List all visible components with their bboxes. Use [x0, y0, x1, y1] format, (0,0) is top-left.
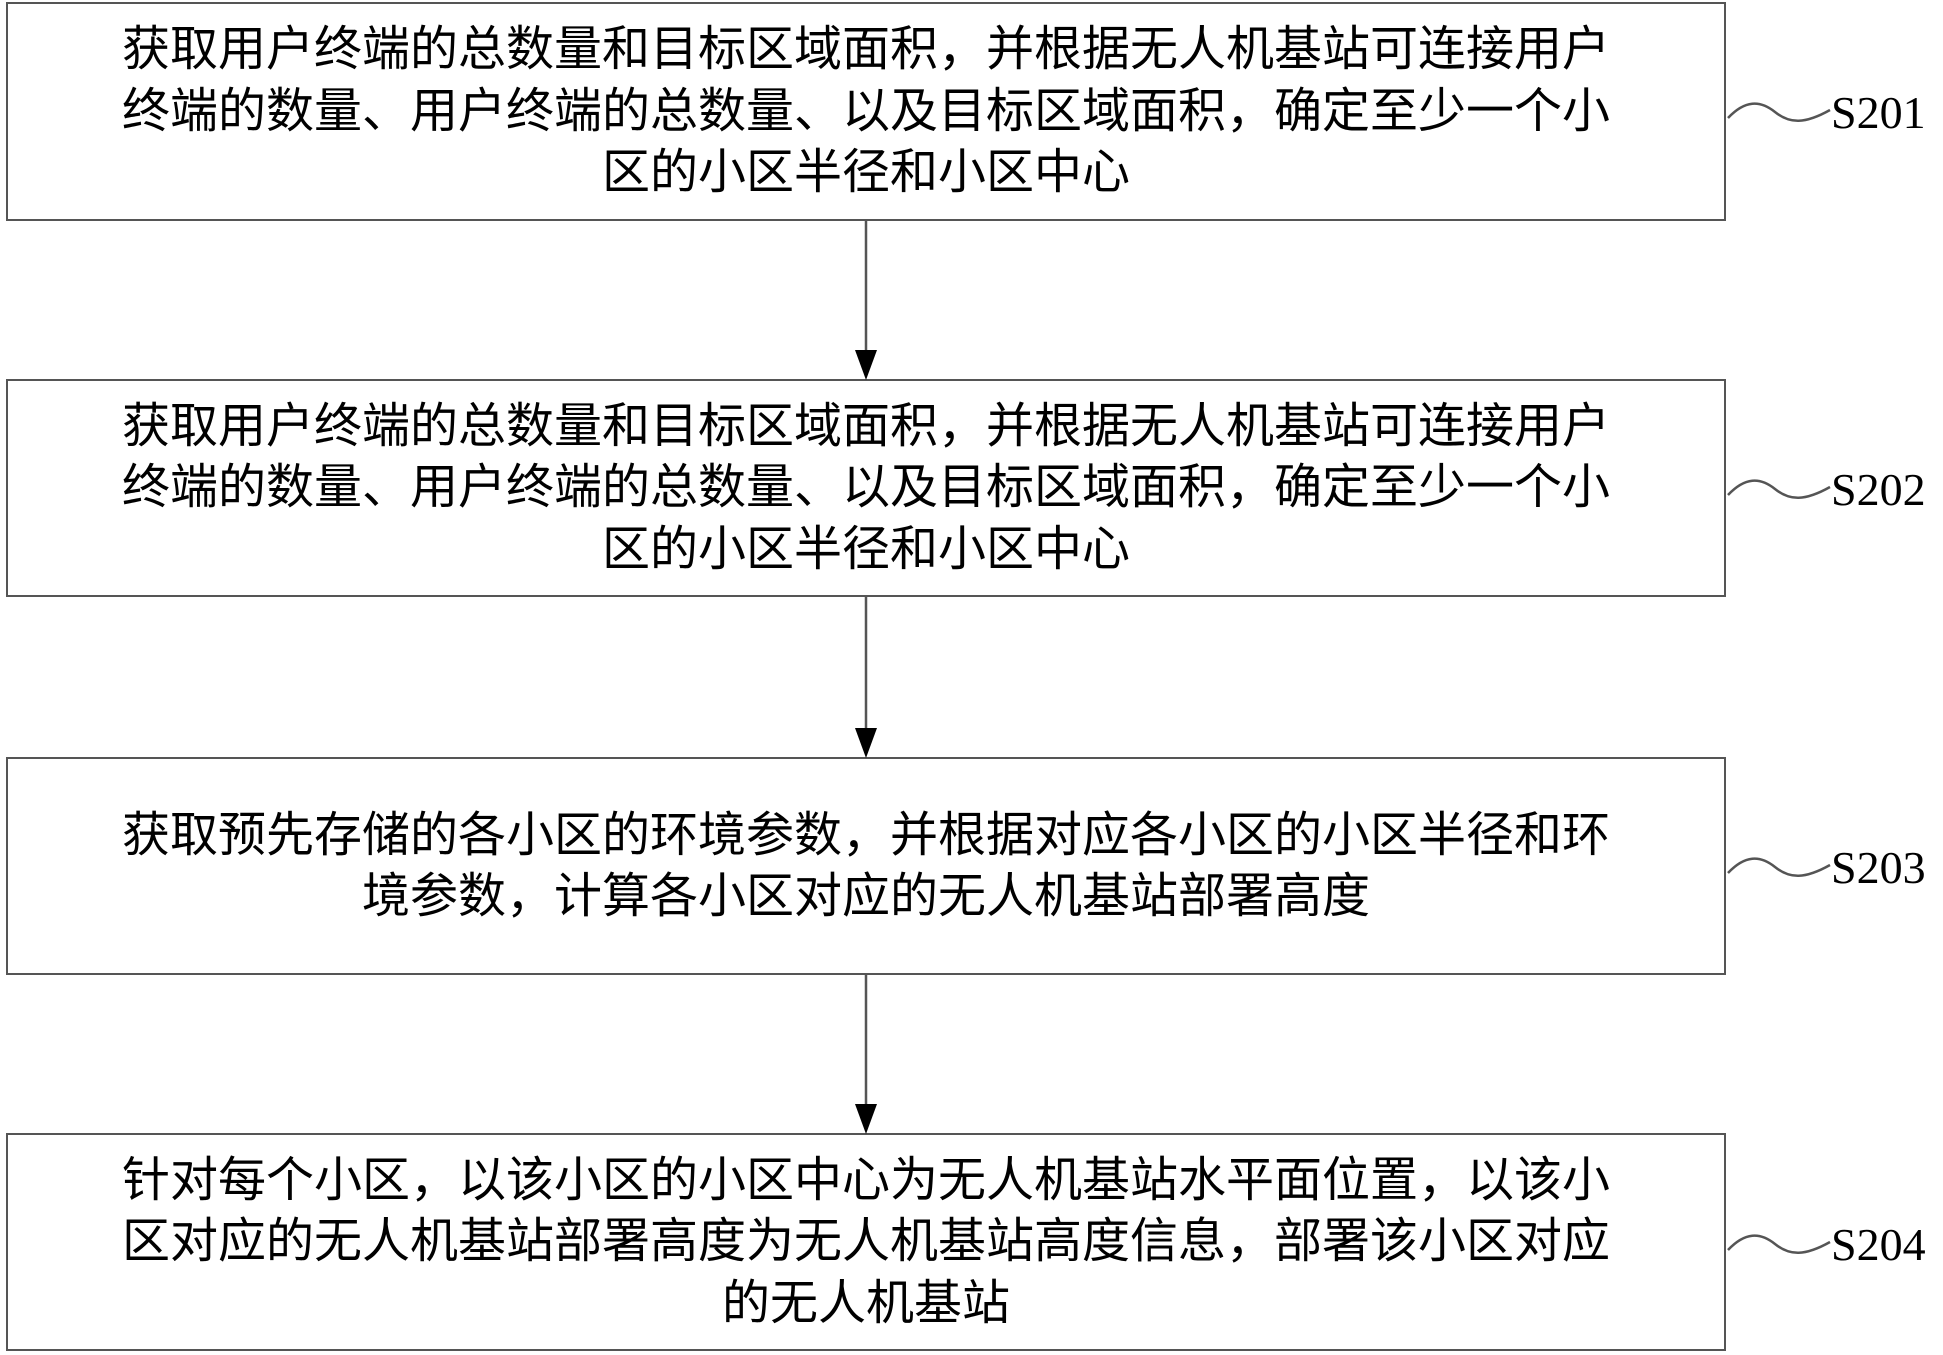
step-label-s203: S203	[1831, 842, 1926, 893]
step-text-s204: 针对每个小区，以该小区的小区中心为无人机基站水平面位置，以该小 区对应的无人机基…	[121, 1151, 1610, 1331]
step-box-s202: 获取用户终端的总数量和目标区域面积，并根据无人机基站可连接用户 终端的数量、用户…	[6, 379, 1726, 597]
step-text-s202: 获取用户终端的总数量和目标区域面积，并根据无人机基站可连接用户 终端的数量、用户…	[121, 397, 1610, 577]
leader-s202	[1727, 479, 1831, 499]
step-label-s204: S204	[1831, 1219, 1926, 1270]
leader-s204	[1727, 1234, 1831, 1254]
arrow-head-s203	[855, 728, 877, 758]
step-box-s204: 针对每个小区，以该小区的小区中心为无人机基站水平面位置，以该小 区对应的无人机基…	[6, 1133, 1726, 1351]
step-text-s203: 获取预先存储的各小区的环境参数，并根据对应各小区的小区半径和环 境参数，计算各小…	[121, 806, 1610, 924]
step-label-s202: S202	[1831, 464, 1926, 515]
arrow-head-s202	[855, 350, 877, 380]
step-box-s203: 获取预先存储的各小区的环境参数，并根据对应各小区的小区半径和环 境参数，计算各小…	[6, 757, 1726, 975]
leader-s203	[1727, 857, 1831, 877]
step-box-s201: 获取用户终端的总数量和目标区域面积，并根据无人机基站可连接用户 终端的数量、用户…	[6, 2, 1726, 221]
arrow-head-s204	[855, 1104, 877, 1134]
step-text-s201: 获取用户终端的总数量和目标区域面积，并根据无人机基站可连接用户 终端的数量、用户…	[121, 21, 1610, 201]
leader-s201	[1727, 102, 1831, 122]
step-label-s201: S201	[1831, 87, 1926, 138]
